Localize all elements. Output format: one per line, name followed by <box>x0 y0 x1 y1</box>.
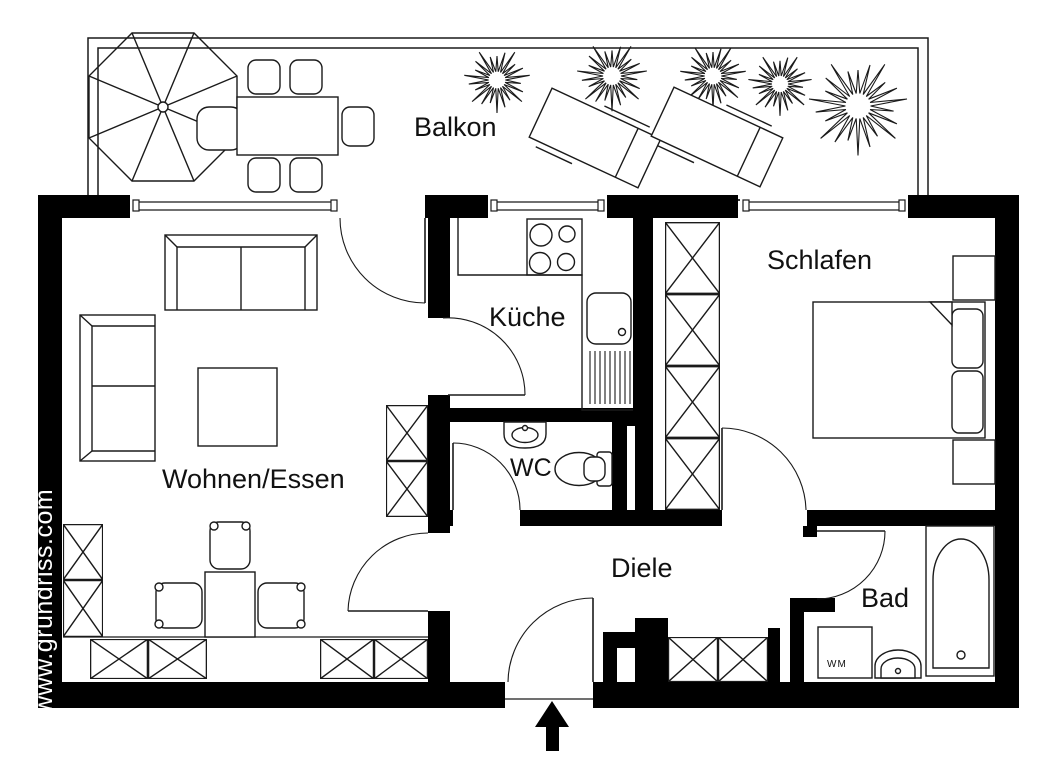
wardrobe-icon <box>665 294 720 366</box>
dining-chair <box>209 521 251 570</box>
wc-sink-icon <box>503 421 547 449</box>
nightstand <box>952 255 996 301</box>
bathtub-icon <box>925 525 995 677</box>
kitchen-door <box>442 317 526 396</box>
blanket-fold <box>928 301 953 327</box>
room-label-bath: Bad <box>861 583 910 613</box>
entrance-threshold <box>505 682 593 708</box>
room-label-kitchen: Küche <box>489 302 566 332</box>
room-label-living: Wohnen/Essen <box>162 464 345 494</box>
dining-chair <box>257 582 306 629</box>
living-room-furniture <box>79 234 318 638</box>
doors <box>339 217 886 683</box>
dining-set <box>154 521 306 638</box>
wc-door <box>452 442 521 511</box>
balcony-dining-set <box>196 59 375 193</box>
toilet-icon <box>554 451 613 487</box>
walls <box>38 195 1019 708</box>
pillow <box>951 370 984 434</box>
plant-icon <box>577 46 647 112</box>
cabinet-icon <box>90 639 148 679</box>
bedroom-furniture <box>812 255 996 485</box>
washing-machine-icon <box>817 626 873 679</box>
balcony-chair <box>289 157 323 193</box>
plant-icon <box>808 64 908 156</box>
balcony-chair <box>196 106 244 151</box>
lounger-icon <box>528 87 662 189</box>
drainer-icon <box>589 351 631 404</box>
room-label-hall: Diele <box>611 553 673 583</box>
cabinet-icon <box>320 639 374 679</box>
wardrobe-icon <box>665 438 720 510</box>
plant-icon <box>464 51 530 114</box>
kitchen-fixtures <box>457 218 633 411</box>
balcony-chair <box>289 59 323 95</box>
cabinet-icon <box>386 405 428 461</box>
kitchen-sink-icon <box>586 292 632 345</box>
stove-icon <box>526 218 583 276</box>
bath-door <box>816 530 886 600</box>
window-living <box>130 195 425 218</box>
room-label-wc: WC <box>510 454 552 482</box>
window-kitchen <box>488 195 607 218</box>
room-label-balcony: Balkon <box>414 112 497 142</box>
balcony-chair <box>247 157 281 193</box>
entrance-door <box>507 597 594 683</box>
dining-chair <box>154 582 203 629</box>
room-label-bedroom: Schlafen <box>767 245 873 275</box>
balcony-chair <box>247 59 281 95</box>
wardrobe-icon <box>665 366 720 438</box>
wardrobe-icon <box>665 222 720 294</box>
washbasin-icon <box>874 649 922 679</box>
bathroom-fixtures <box>817 525 995 679</box>
windows <box>130 195 908 708</box>
washing-machine-label: WM <box>827 659 847 670</box>
watermark: www.grundriss.com <box>30 488 58 714</box>
plant-icon <box>748 56 812 116</box>
living-room-door <box>347 532 429 612</box>
sofa-2-seat <box>79 314 156 462</box>
cabinet-icon <box>668 637 718 682</box>
cabinet-icon <box>718 637 768 682</box>
balcony-plants <box>464 46 908 156</box>
balcony-chair <box>341 106 375 147</box>
cabinet-icon <box>63 524 103 580</box>
window-bedroom <box>740 195 908 218</box>
sofa-3-seat <box>164 234 318 311</box>
bedroom-door <box>721 427 807 511</box>
parasol-icon <box>88 32 238 182</box>
coffee-table <box>197 367 278 447</box>
dining-table <box>204 571 256 638</box>
sun-loungers <box>528 86 784 189</box>
cabinet-icon <box>63 580 103 637</box>
cabinet-icon <box>374 639 428 679</box>
cabinet-icon <box>386 461 428 517</box>
lounger-icon <box>650 86 784 188</box>
cabinet-icon <box>148 639 207 679</box>
pillow <box>951 308 984 369</box>
balcony-door <box>339 217 426 304</box>
nightstand <box>952 439 996 485</box>
balcony-table <box>236 96 339 156</box>
entrance-arrow-icon <box>535 701 569 751</box>
wc-fixtures <box>503 421 613 487</box>
